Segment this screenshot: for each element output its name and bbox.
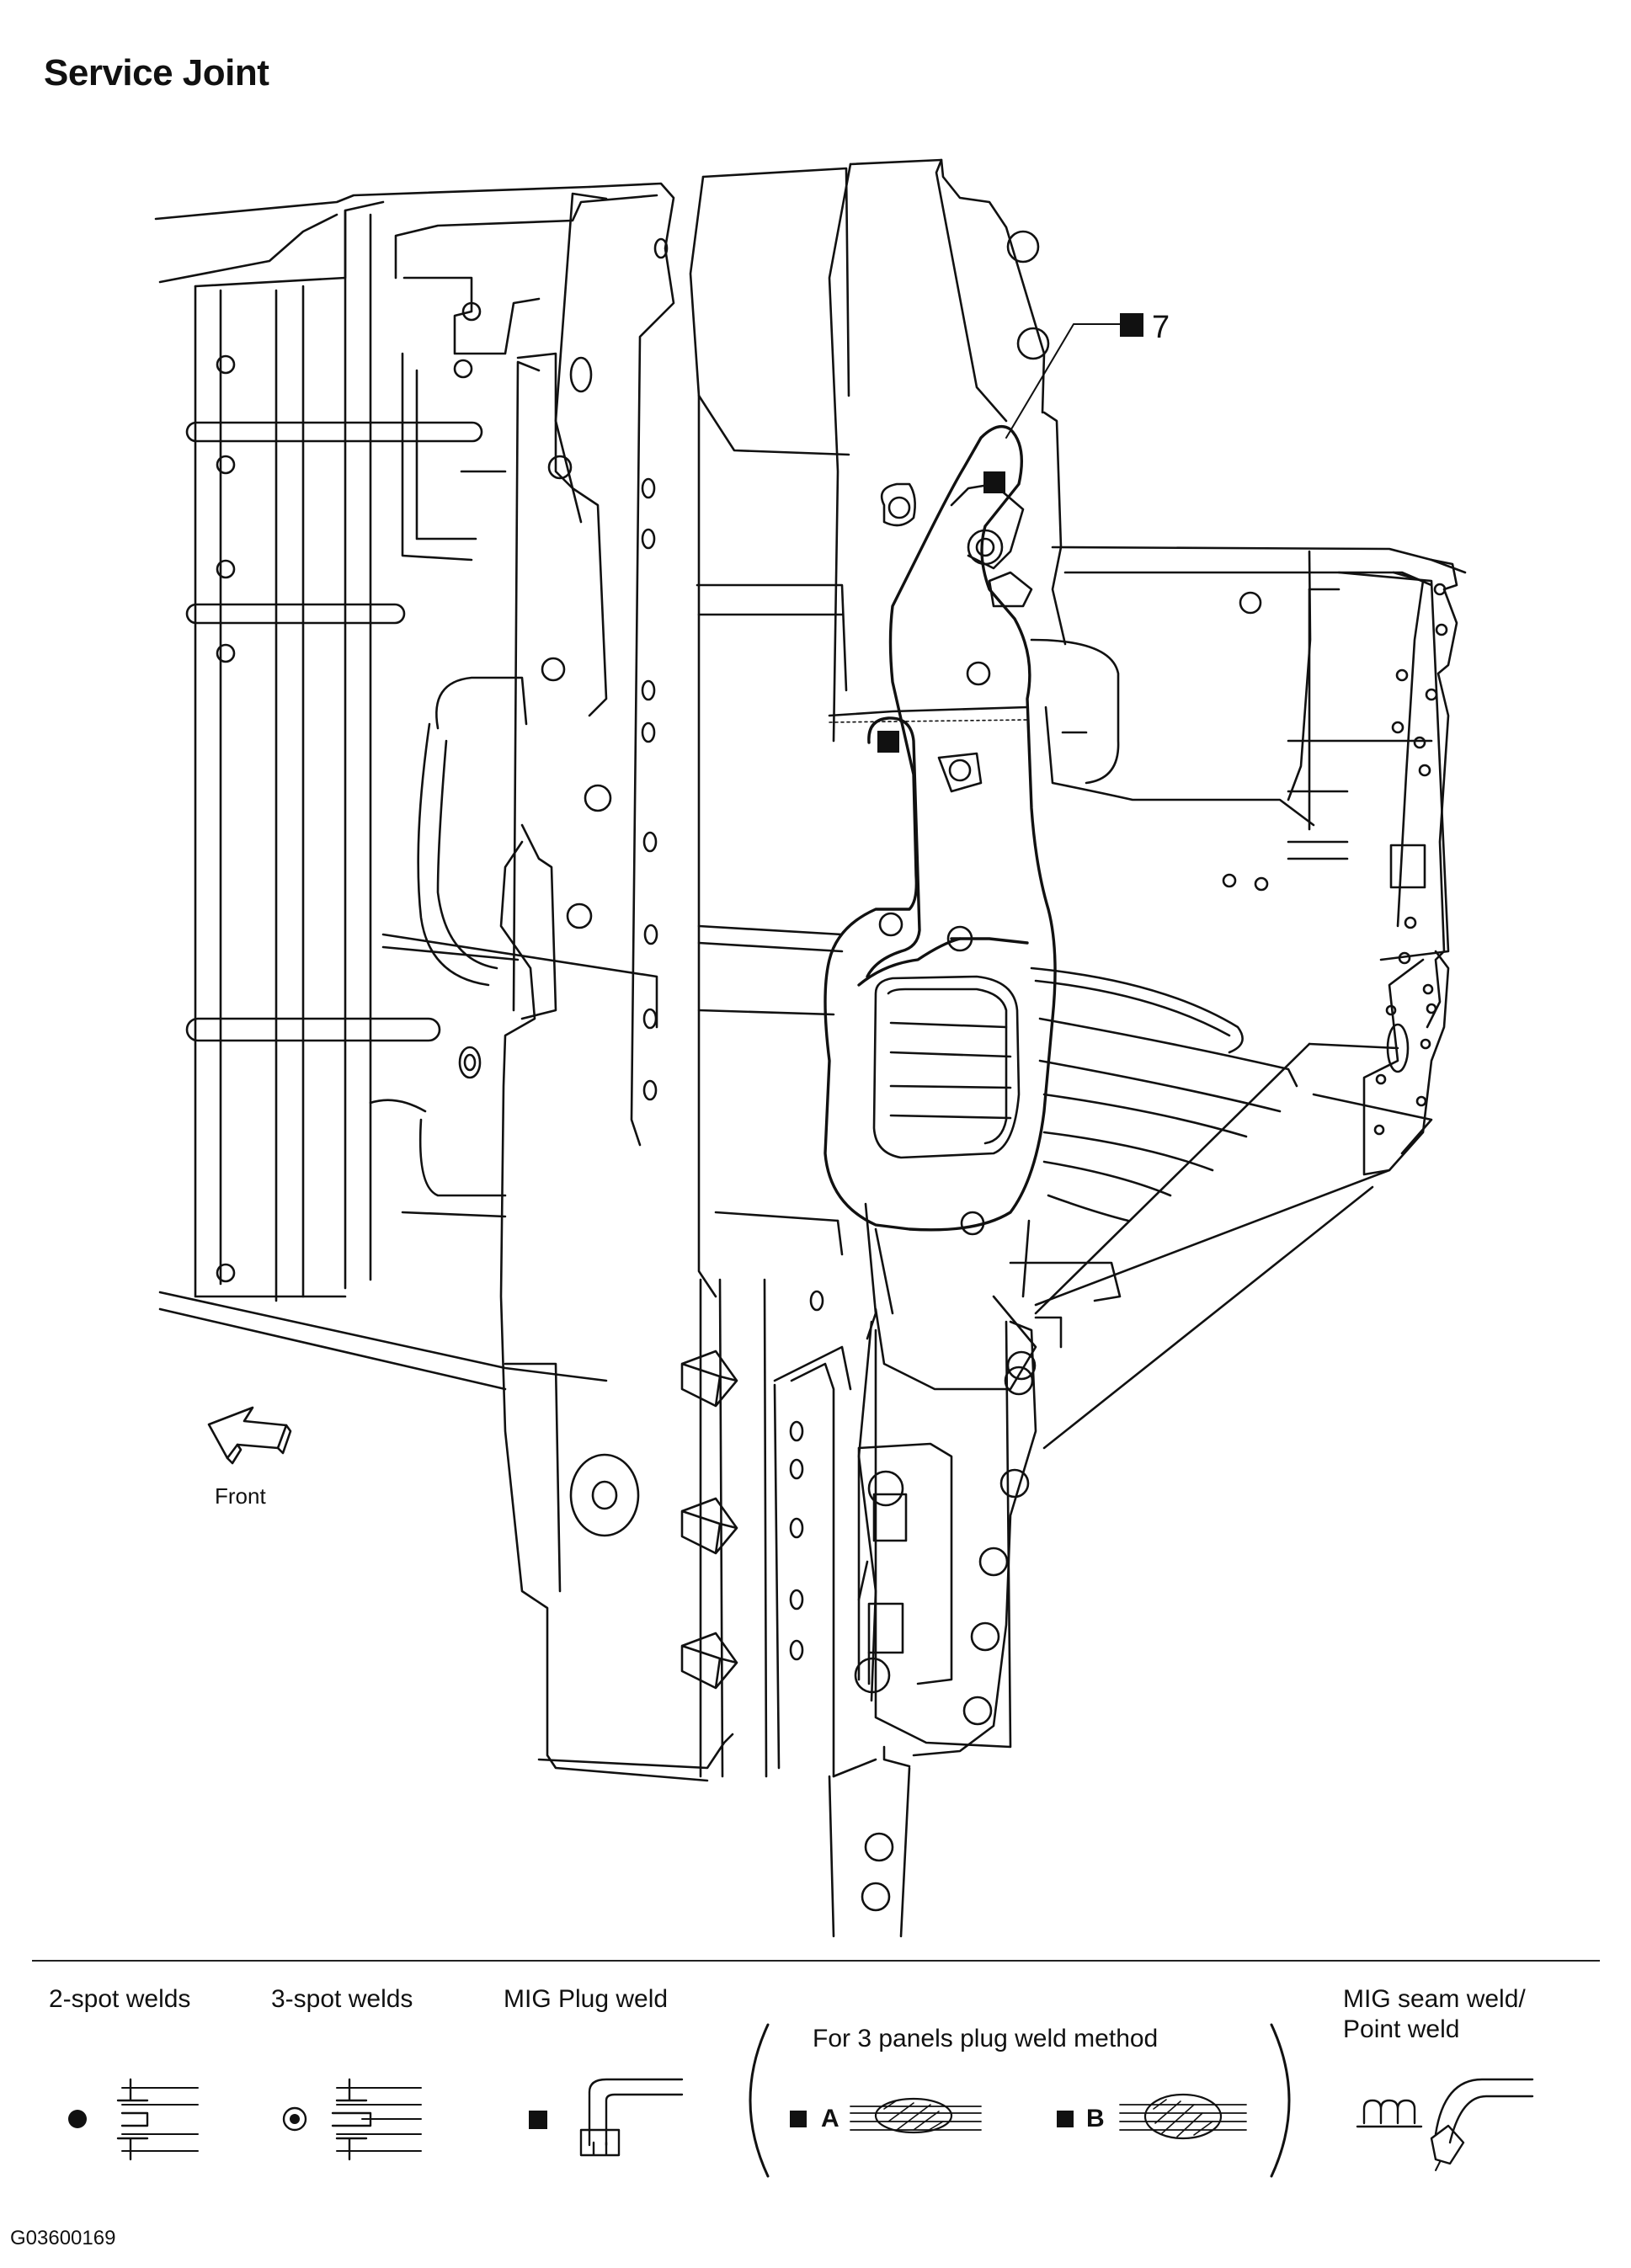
callout-weld-square-icon bbox=[1120, 313, 1143, 337]
mig-plug-weld-marker-lower bbox=[877, 731, 899, 753]
legend-label-mig-seam-weld: MIG seam weld/ Point weld bbox=[1343, 1985, 1526, 2043]
legend-group-title: For 3 panels plug weld method bbox=[813, 2025, 1159, 2052]
plug-weld-method-b-symbol bbox=[1057, 2093, 1247, 2140]
service-joint-outline bbox=[823, 425, 1057, 1232]
joint-part-details bbox=[828, 661, 1031, 1340]
two-spot-weld-symbol bbox=[68, 2078, 199, 2161]
right-floor-panel bbox=[1009, 546, 1467, 1450]
left-body-structure bbox=[154, 185, 658, 1391]
callout-leader bbox=[1005, 323, 1121, 439]
page-title: Service Joint bbox=[44, 52, 269, 93]
front-label: Front bbox=[215, 1483, 266, 1509]
lower-sill bbox=[499, 840, 1037, 1938]
legend-divider bbox=[32, 1960, 1600, 1962]
legend-label-2-spot-welds: 2-spot welds bbox=[49, 1985, 191, 2013]
mig-plug-weld-symbol bbox=[529, 2078, 684, 2157]
figure-code: G03600169 bbox=[10, 2227, 116, 2249]
legend-label-3-spot-welds: 3-spot welds bbox=[271, 1985, 413, 2013]
legend-label-mig-plug-weld: MIG Plug weld bbox=[504, 1985, 669, 2013]
method-b-label: B bbox=[1086, 2105, 1105, 2132]
seam-weld-symbol bbox=[1356, 2078, 1534, 2171]
method-a-label: A bbox=[821, 2105, 839, 2132]
plug-weld-method-a-symbol bbox=[790, 2097, 982, 2134]
central-pillar bbox=[512, 158, 1067, 1702]
three-spot-weld-symbol bbox=[282, 2078, 422, 2161]
left-parenthesis bbox=[749, 2023, 770, 2178]
right-parenthesis bbox=[1270, 2023, 1291, 2178]
callout-number: 7 bbox=[1152, 310, 1170, 345]
front-arrow-icon bbox=[207, 1406, 292, 1465]
mig-plug-weld-marker-upper bbox=[983, 471, 1005, 493]
